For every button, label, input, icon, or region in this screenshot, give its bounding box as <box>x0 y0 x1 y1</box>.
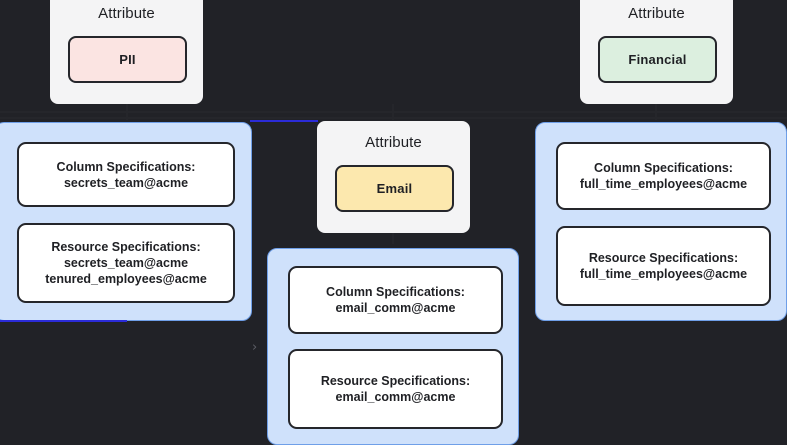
edge-top-trunk <box>133 111 658 113</box>
attribute-node-financial-header: Attribute <box>628 5 685 22</box>
spec-item: secrets_team@acme <box>63 175 189 190</box>
spec-item: email_comm@acme <box>335 301 456 315</box>
attribute-chip-email[interactable]: Email <box>335 165 454 212</box>
attribute-chip-financial[interactable]: Financial <box>598 36 717 83</box>
resource-specifications-secrets-team[interactable]: Resource Specifications: secrets_team@ac… <box>17 223 235 303</box>
spec-item: full_time_employees@acme <box>579 177 748 191</box>
column-specifications-full-time-employees[interactable]: Column Specifications: full_time_employe… <box>556 142 771 210</box>
attribute-node-email-header: Attribute <box>365 134 422 151</box>
spec-title: Column Specifications: <box>594 161 733 175</box>
attribute-chip-pii[interactable]: PII <box>68 36 187 83</box>
spec-title: Resource Specifications: <box>320 374 471 388</box>
group-email-comm[interactable]: Column Specifications: email_comm@acme R… <box>267 248 519 445</box>
edge-financial-trunk-right <box>658 111 787 113</box>
spec-item: tenured_employees@acme <box>45 272 207 286</box>
spec-item: secrets_team@acme <box>63 256 189 270</box>
column-specifications-email-comm[interactable]: Column Specifications: email_comm@acme <box>288 266 503 334</box>
edge-pii-trunk-left-2 <box>0 117 130 119</box>
attribute-node-pii[interactable]: Attribute PII <box>50 0 203 104</box>
spec-title: Resource Specifications: <box>51 240 201 254</box>
spec-item: email_comm@acme <box>335 390 456 404</box>
resource-specifications-email-comm[interactable]: Resource Specifications: email_comm@acme <box>288 349 503 429</box>
edge-pii-drop <box>126 104 128 120</box>
edge-highlight-email <box>250 120 318 122</box>
edge-email-riser <box>392 104 394 120</box>
edge-highlight-secrets-team <box>0 320 127 322</box>
group-secrets-team[interactable]: Column Specifications: secrets_team@acme… <box>0 122 252 321</box>
spec-title: Column Specifications: <box>56 159 196 174</box>
attribute-node-financial[interactable]: Attribute Financial <box>580 0 733 104</box>
spec-item: full_time_employees@acme <box>579 267 748 281</box>
edge-pii-trunk-left <box>0 111 133 113</box>
spec-title: Column Specifications: <box>326 285 465 299</box>
edge-financial-trunk-right-2 <box>660 117 787 119</box>
collapse-chevron-icon[interactable]: › <box>252 340 258 355</box>
attribute-node-pii-header: Attribute <box>98 5 155 22</box>
group-full-time-employees[interactable]: Column Specifications: full_time_employe… <box>535 122 787 321</box>
edge-financial-drop <box>655 104 657 120</box>
column-specifications-secrets-team[interactable]: Column Specifications: secrets_team@acme <box>17 142 235 207</box>
edge-top-trunk-2 <box>130 117 660 119</box>
resource-specifications-full-time-employees[interactable]: Resource Specifications: full_time_emplo… <box>556 226 771 306</box>
attribute-node-email[interactable]: Attribute Email <box>317 121 470 233</box>
spec-title: Resource Specifications: <box>588 251 739 265</box>
